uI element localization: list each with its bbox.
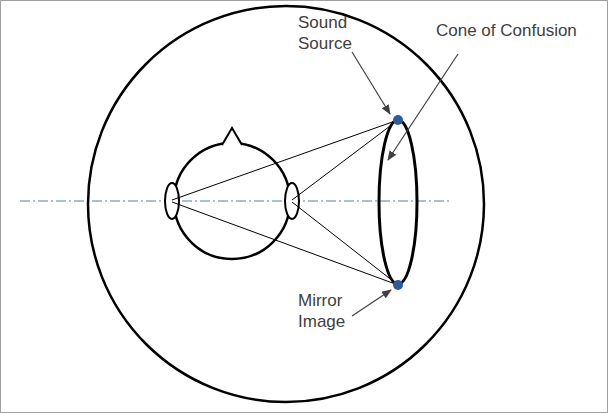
callout-label: Cone of Confusion (436, 20, 601, 41)
leader-arrow (352, 52, 390, 114)
nose (222, 128, 242, 145)
mirror-dot (393, 280, 403, 290)
callout-label: Sound Source (298, 12, 360, 54)
outer-circle (88, 6, 484, 402)
sound-paths (172, 120, 398, 285)
axis-line (20, 200, 452, 201)
right-ear (285, 183, 299, 219)
left-ear (165, 183, 179, 219)
head (174, 143, 290, 259)
leader-arrow (388, 54, 458, 160)
callout-label: Mirror Image (298, 290, 358, 332)
leader-arrow (352, 290, 391, 316)
source-dot (393, 115, 403, 125)
